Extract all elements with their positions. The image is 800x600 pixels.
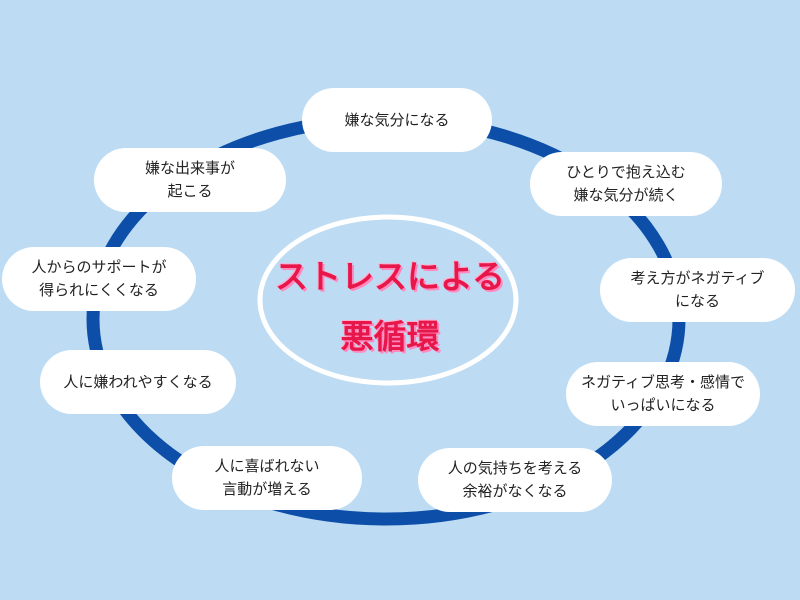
center-ellipse [257, 214, 519, 386]
step-text: 言動が増える [222, 480, 312, 498]
step-text: 考え方がネガティブ [630, 269, 765, 287]
step-text: 起こる [167, 182, 213, 200]
step-text: 嫌な出来事が [144, 159, 235, 177]
step-text: 余裕がなくなる [462, 482, 568, 500]
step-box-2: ひとりで抱え込む 嫌な気分が続く [530, 152, 722, 216]
step-text: 嫌な気分が続く [573, 186, 679, 204]
step-text: 人に喜ばれない [214, 457, 320, 475]
step-box-8: 人からのサポートが 得られにくくなる [2, 247, 196, 311]
step-box-9: 嫌な出来事が 起こる [94, 148, 286, 212]
diagram-title-line2: 悪循環 [340, 317, 440, 356]
step-box-5: 人の気持ちを考える 余裕がなくなる [418, 448, 612, 512]
step-text: ネガティブ思考・感情で [580, 373, 746, 391]
step-text: ひとりで抱え込む [566, 163, 686, 181]
step-box-3: 考え方がネガティブ になる [600, 258, 795, 322]
diagram-title-line1: ストレスによる [274, 257, 505, 296]
step-box-6: 人に喜ばれない 言動が増える [172, 446, 362, 510]
step-box-1: 嫌な気分になる [302, 88, 492, 152]
step-text: 人からのサポートが [31, 258, 167, 276]
step-text: 得られにくくなる [39, 281, 159, 299]
step-text: 人の気持ちを考える [447, 459, 583, 477]
step-text: になる [674, 292, 720, 310]
step-box-7: 人に嫌われやすくなる [40, 350, 236, 414]
step-text: いっぱいになる [610, 396, 716, 414]
step-text: 人に嫌われやすくなる [63, 372, 213, 391]
step-box-4: ネガティブ思考・感情で いっぱいになる [566, 362, 760, 426]
step-text: 嫌な気分になる [344, 110, 450, 129]
